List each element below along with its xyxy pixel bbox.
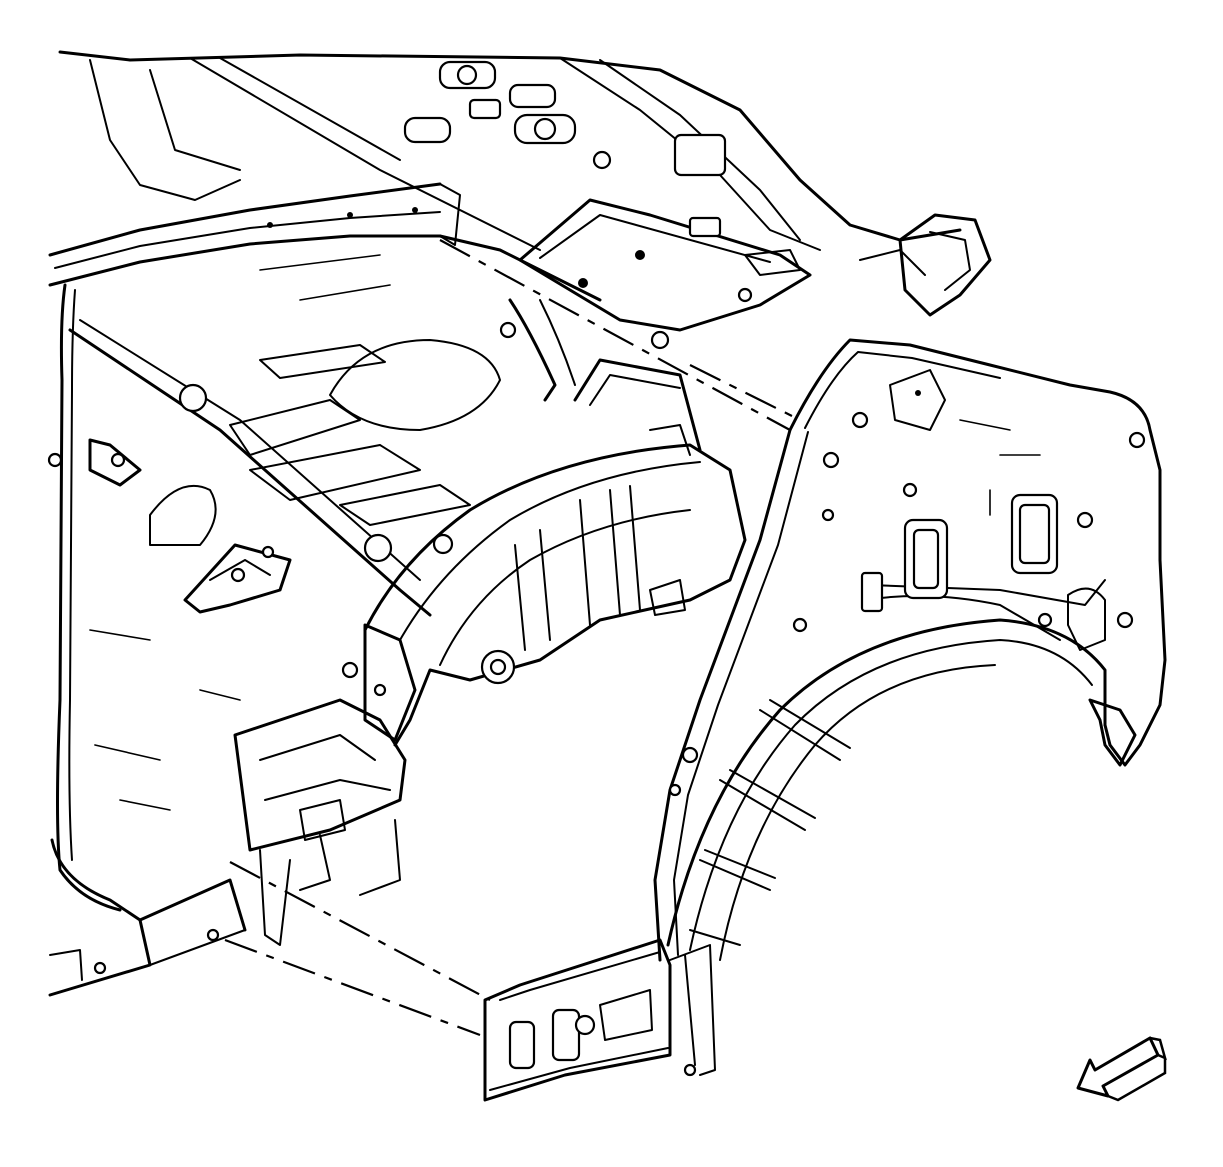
arrow-down-left-outline-icon xyxy=(1076,1036,1167,1102)
package-shelf-panel xyxy=(518,198,812,332)
rear-corner-brackets xyxy=(233,623,417,946)
quarter-outer-panel xyxy=(483,338,1167,1102)
inner-wheelhouse xyxy=(363,443,747,747)
rear-floor-pan xyxy=(47,254,501,997)
assembly-guide-lines xyxy=(224,239,801,1037)
roof-bow-crossmember xyxy=(48,182,602,302)
upper-floor-structure xyxy=(58,50,992,317)
quarter-inner-pillar xyxy=(499,298,702,456)
